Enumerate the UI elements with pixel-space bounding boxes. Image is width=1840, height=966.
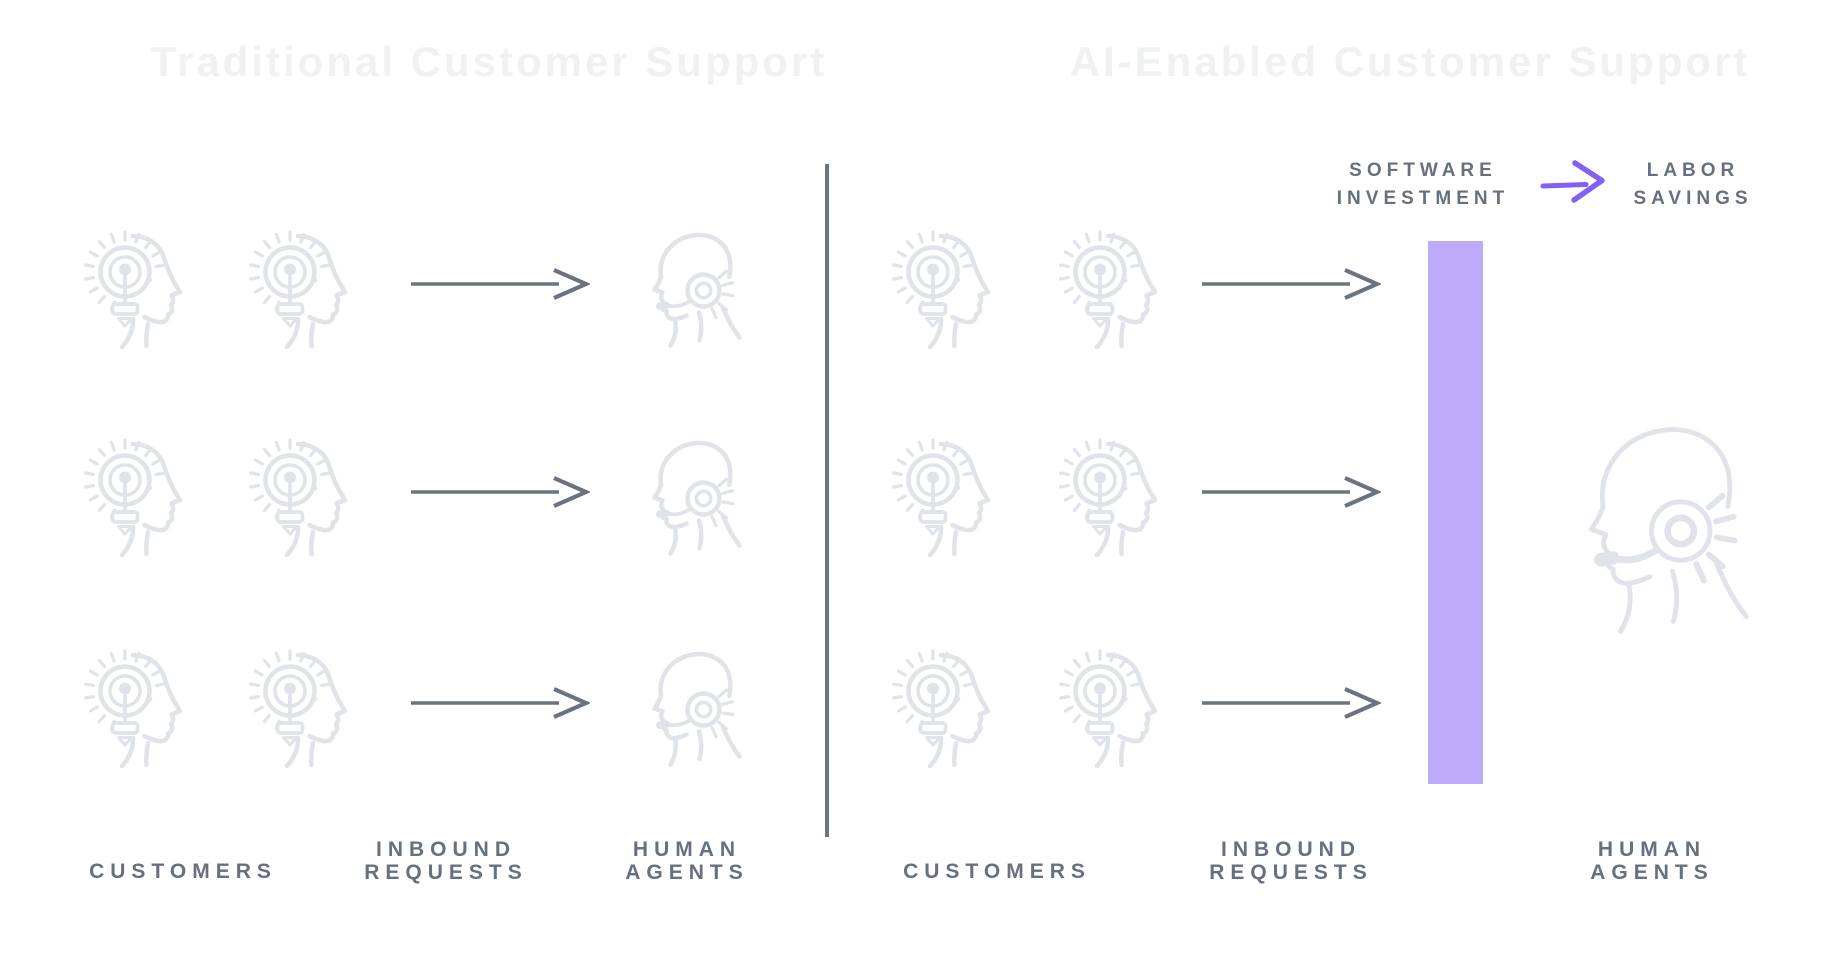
customer-head-lightbulb-icon [1054,218,1166,350]
label-inbound-requests-right: INBOUND REQUESTS [1209,838,1373,884]
customer-head-lightbulb-icon [79,637,191,769]
customer-head-lightbulb-icon [1054,426,1166,558]
label-customers-right: CUSTOMERS [903,860,1091,883]
flow-arrow [1201,267,1381,301]
flow-arrow [1201,686,1381,720]
customer-head-lightbulb-icon [887,426,999,558]
labor-savings-label: LABOR SAVINGS [1633,160,1753,209]
customer-head-lightbulb-icon [1054,637,1166,769]
software-bar [1428,241,1483,784]
flow-arrow [410,686,590,720]
section-title-ai-enabled: AI-Enabled Customer Support [1069,38,1751,85]
label-inbound-requests-left: INBOUND REQUESTS [364,838,528,884]
agent-headset-icon [633,636,748,771]
section-title-traditional: Traditional Customer Support [150,38,828,85]
agent-headset-icon [633,217,748,352]
flow-arrow [410,475,590,509]
agent-headset-icon-large [1552,395,1762,645]
label-customers-left: CUSTOMERS [89,860,277,883]
customer-head-lightbulb-icon [79,426,191,558]
customer-head-lightbulb-icon [244,218,356,350]
customer-head-lightbulb-icon [79,218,191,350]
customer-head-lightbulb-icon [887,637,999,769]
customer-head-lightbulb-icon [887,218,999,350]
agent-headset-icon [633,425,748,560]
label-human-agents-left: HUMAN AGENTS [625,838,749,884]
investment-to-savings-arrow-icon [1540,160,1605,203]
customer-head-lightbulb-icon [244,637,356,769]
flow-arrow [410,267,590,301]
label-human-agents-right: HUMAN AGENTS [1590,838,1714,884]
section-divider [825,164,829,837]
customer-head-lightbulb-icon [244,426,356,558]
software-investment-label: SOFTWARE INVESTMENT [1336,160,1510,209]
flow-arrow [1201,475,1381,509]
